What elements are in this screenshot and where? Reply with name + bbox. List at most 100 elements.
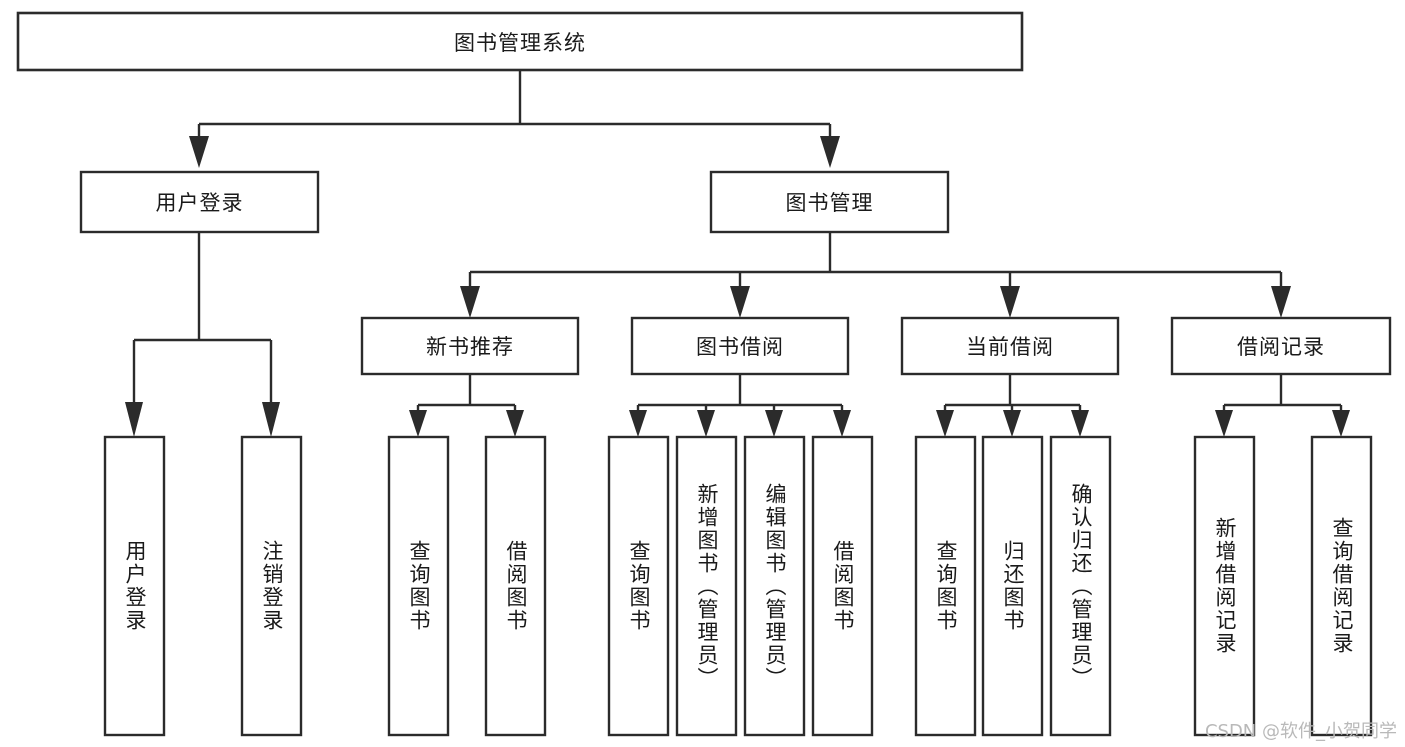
- leaf-node-query-book-borrow[interactable]: 查询图书: [607, 435, 670, 737]
- arrow-head-icon: [629, 410, 647, 437]
- node-label: 查询图书: [407, 540, 431, 632]
- node-box: [914, 435, 977, 737]
- leaf-node-query-borrow-record[interactable]: 查询借阅记录: [1310, 435, 1373, 737]
- arrow-head-icon: [1215, 410, 1233, 437]
- node-box: [16, 11, 1024, 72]
- node-label: 当前借阅: [966, 335, 1054, 359]
- node-label-container: 图书借阅: [696, 335, 784, 359]
- node-label: 新书推荐: [426, 335, 514, 359]
- arrow-head-icon: [833, 410, 851, 437]
- arrow-head-icon: [1071, 410, 1089, 437]
- node-box: [900, 316, 1120, 376]
- node-label: 借阅图书: [504, 540, 528, 632]
- arrow-head-icon: [460, 286, 480, 318]
- arrow-head-icon: [820, 136, 840, 168]
- node-box: [484, 435, 547, 737]
- node-label: 查询图书: [627, 540, 651, 632]
- node-label-container: 新书推荐: [426, 335, 514, 359]
- node-label: 图书借阅: [696, 335, 784, 359]
- leaf-node-edit-book-admin[interactable]: 编辑图书（管理员）: [743, 435, 806, 737]
- node-box: [1310, 435, 1373, 737]
- node-label: 查询借阅记录: [1330, 517, 1354, 655]
- node-label-container: 查询图书: [627, 540, 651, 632]
- node-label: 图书管理: [785, 191, 874, 215]
- node-label-container: 借阅图书: [831, 540, 855, 632]
- connector-bookborrow-to-leaves: [629, 374, 851, 437]
- leaf-node-borrow-book[interactable]: 借阅图书: [811, 435, 874, 737]
- arrow-head-icon: [1271, 286, 1291, 318]
- connector-userlogin-to-leaves: [125, 232, 280, 437]
- node-box: [387, 435, 450, 737]
- node-box: [981, 435, 1044, 737]
- leaf-node-add-book-admin[interactable]: 新增图书（管理员）: [675, 435, 738, 737]
- node-label-container: 用户登录: [155, 191, 244, 215]
- arrow-head-icon: [765, 410, 783, 437]
- node-label: 借阅图书: [831, 540, 855, 632]
- node-box: [675, 435, 738, 737]
- node-label-container: 图书管理系统: [454, 30, 586, 55]
- node-box: [79, 170, 320, 234]
- node-new-book-recommend[interactable]: 新书推荐: [360, 316, 580, 376]
- node-label: 用户登录: [123, 540, 147, 632]
- connector-currentborrow-to-leaves: [936, 374, 1089, 437]
- node-box: [1049, 435, 1112, 737]
- node-user-login[interactable]: 用户登录: [79, 170, 320, 234]
- node-label: 编辑图书（管理员）: [763, 482, 787, 690]
- node-label: 查询图书: [934, 540, 958, 632]
- node-label: 归还图书: [1001, 540, 1025, 632]
- arrow-head-icon: [262, 402, 280, 437]
- arrow-head-icon: [730, 286, 750, 318]
- node-label: 图书管理系统: [454, 30, 586, 55]
- node-label-container: 借阅图书: [504, 540, 528, 632]
- node-label: 确认归还（管理员）: [1069, 482, 1093, 690]
- node-label-container: 新增图书（管理员）: [695, 482, 719, 690]
- node-label: 借阅记录: [1237, 335, 1325, 359]
- arrow-head-icon: [409, 410, 427, 437]
- node-root-system[interactable]: 图书管理系统: [16, 11, 1024, 72]
- node-borrow-record[interactable]: 借阅记录: [1170, 316, 1392, 376]
- node-label: 用户登录: [155, 191, 244, 215]
- arrow-head-icon: [1000, 286, 1020, 318]
- arrow-head-icon: [125, 402, 143, 437]
- node-book-management[interactable]: 图书管理: [709, 170, 950, 234]
- connector-bookmgmt-to-level2: [460, 232, 1291, 318]
- connector-root-to-level1: [189, 70, 840, 168]
- node-label-container: 查询借阅记录: [1330, 517, 1354, 655]
- leaf-node-user-login-action[interactable]: 用户登录: [103, 435, 166, 737]
- node-box: [360, 316, 580, 376]
- leaf-node-query-book-current[interactable]: 查询图书: [914, 435, 977, 737]
- node-label-container: 查询图书: [407, 540, 431, 632]
- node-box: [240, 435, 303, 737]
- leaf-node-borrow-book-recommend[interactable]: 借阅图书: [484, 435, 547, 737]
- connector-borrowrecord-to-leaves: [1215, 374, 1350, 437]
- node-label-container: 注销登录: [260, 540, 284, 632]
- arrow-head-icon: [697, 410, 715, 437]
- node-box: [811, 435, 874, 737]
- node-book-borrow[interactable]: 图书借阅: [630, 316, 850, 376]
- node-current-borrow[interactable]: 当前借阅: [900, 316, 1120, 376]
- node-box: [1193, 435, 1256, 737]
- arrow-head-icon: [936, 410, 954, 437]
- leaf-node-confirm-return-admin[interactable]: 确认归还（管理员）: [1049, 435, 1112, 737]
- arrow-head-icon: [506, 410, 524, 437]
- node-label-container: 借阅记录: [1237, 335, 1325, 359]
- node-label-container: 用户登录: [123, 540, 147, 632]
- arrow-head-icon: [1003, 410, 1021, 437]
- node-box: [103, 435, 166, 737]
- leaf-node-logout[interactable]: 注销登录: [240, 435, 303, 737]
- leaf-node-return-book[interactable]: 归还图书: [981, 435, 1044, 737]
- node-box: [630, 316, 850, 376]
- arrow-head-icon: [189, 136, 209, 168]
- arrow-head-icon: [1332, 410, 1350, 437]
- node-box: [607, 435, 670, 737]
- node-label: 新增图书（管理员）: [695, 482, 719, 690]
- node-label: 新增借阅记录: [1213, 517, 1237, 655]
- node-box: [709, 170, 950, 234]
- node-label-container: 查询图书: [934, 540, 958, 632]
- node-label: 注销登录: [260, 540, 284, 632]
- leaf-node-add-borrow-record[interactable]: 新增借阅记录: [1193, 435, 1256, 737]
- node-label-container: 当前借阅: [966, 335, 1054, 359]
- leaf-node-query-book-recommend[interactable]: 查询图书: [387, 435, 450, 737]
